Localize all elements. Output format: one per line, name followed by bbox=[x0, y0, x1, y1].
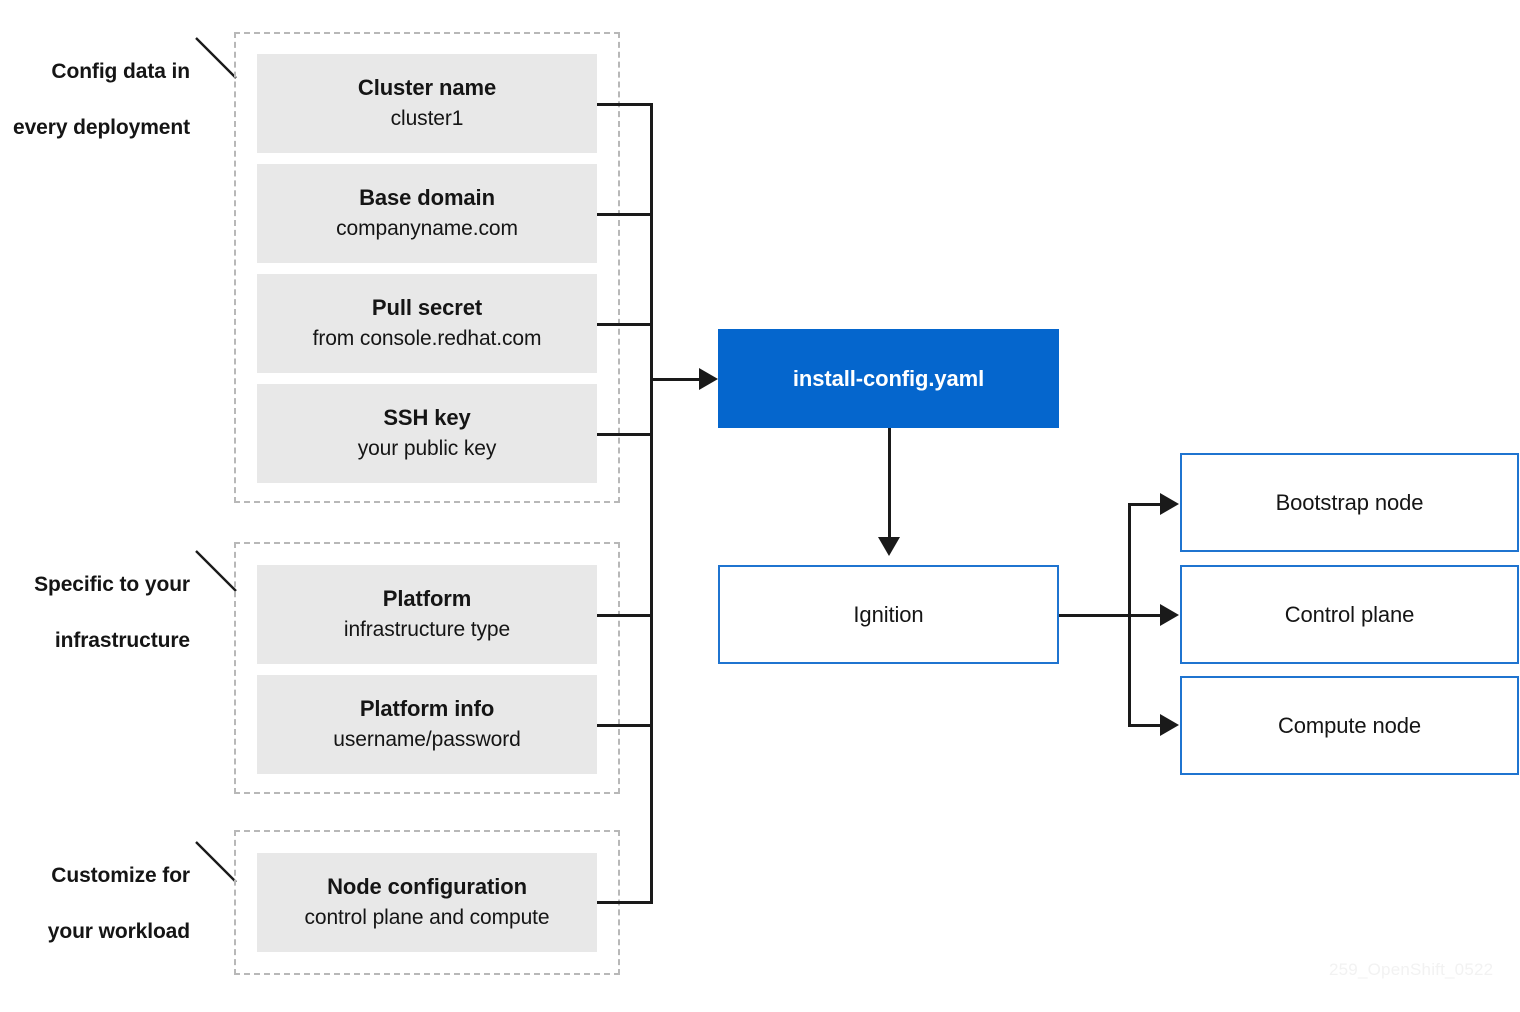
arrowhead-install-config bbox=[699, 368, 718, 390]
arrowhead-compute-node bbox=[1160, 714, 1179, 736]
connector-to-compute-node bbox=[1128, 724, 1164, 727]
connector-ignition-out bbox=[1059, 614, 1131, 617]
config-card-cluster-name[interactable]: Cluster name cluster1 bbox=[257, 54, 597, 153]
card-value: control plane and compute bbox=[304, 905, 550, 929]
card-title: Platform bbox=[382, 586, 472, 612]
connector-stub-base-domain bbox=[597, 213, 653, 216]
leader-line-workload bbox=[195, 841, 237, 883]
card-value: your public key bbox=[357, 436, 497, 460]
annotation-line-2: your workload bbox=[47, 919, 190, 943]
arrowhead-bootstrap-node bbox=[1160, 493, 1179, 515]
card-title: Node configuration bbox=[327, 874, 527, 900]
connector-stub-ssh-key bbox=[597, 433, 653, 436]
connector-to-bootstrap-node bbox=[1128, 503, 1164, 506]
ignition-box[interactable]: Ignition bbox=[718, 565, 1059, 664]
config-card-platform-info[interactable]: Platform info username/password bbox=[257, 675, 597, 774]
install-config-box[interactable]: install-config.yaml bbox=[718, 329, 1059, 428]
compute-node-box[interactable]: Compute node bbox=[1180, 676, 1519, 775]
arrowhead-control-plane bbox=[1160, 604, 1179, 626]
leader-line-config bbox=[195, 37, 237, 79]
card-title: Base domain bbox=[359, 185, 495, 211]
config-card-ssh-key[interactable]: SSH key your public key bbox=[257, 384, 597, 483]
annotation-line-2: every deployment bbox=[13, 115, 190, 139]
config-card-base-domain[interactable]: Base domain companyname.com bbox=[257, 164, 597, 263]
card-value: infrastructure type bbox=[343, 617, 511, 641]
card-value: username/password bbox=[333, 727, 521, 751]
connector-to-install-config bbox=[650, 378, 700, 381]
card-title: Pull secret bbox=[371, 295, 483, 321]
annotation-config-every-deployment: Config data in every deployment bbox=[0, 30, 190, 170]
annotation-customize-workload: Customize for your workload bbox=[0, 834, 190, 974]
annotation-line-1: Customize for bbox=[51, 863, 190, 887]
card-title: Cluster name bbox=[357, 75, 497, 101]
card-title: SSH key bbox=[383, 405, 471, 431]
leader-line-infrastructure bbox=[195, 550, 237, 592]
card-value: cluster1 bbox=[390, 106, 464, 130]
connector-stub-node-configuration bbox=[597, 901, 653, 904]
connector-stub-cluster-name bbox=[597, 103, 653, 106]
control-plane-label: Control plane bbox=[1284, 601, 1415, 627]
connector-stub-pull-secret bbox=[597, 323, 653, 326]
compute-node-label: Compute node bbox=[1277, 712, 1422, 738]
config-card-node-configuration[interactable]: Node configuration control plane and com… bbox=[257, 853, 597, 952]
watermark: 259_OpenShift_0522 bbox=[1329, 960, 1494, 979]
group-infrastructure bbox=[234, 542, 620, 794]
card-value: from console.redhat.com bbox=[312, 326, 542, 350]
connector-bus-vertical-left bbox=[650, 103, 653, 904]
card-title: Platform info bbox=[359, 696, 495, 722]
connector-to-control-plane bbox=[1128, 614, 1164, 617]
bootstrap-node-box[interactable]: Bootstrap node bbox=[1180, 453, 1519, 552]
bootstrap-node-label: Bootstrap node bbox=[1275, 489, 1424, 515]
control-plane-box[interactable]: Control plane bbox=[1180, 565, 1519, 664]
config-card-pull-secret[interactable]: Pull secret from console.redhat.com bbox=[257, 274, 597, 373]
card-value: companyname.com bbox=[336, 216, 518, 240]
connector-stub-platform bbox=[597, 614, 653, 617]
annotation-line-2: infrastructure bbox=[54, 628, 190, 652]
config-card-platform[interactable]: Platform infrastructure type bbox=[257, 565, 597, 664]
connector-install-config-to-ignition bbox=[888, 428, 891, 538]
connector-stub-platform-info bbox=[597, 724, 653, 727]
arrowhead-ignition bbox=[878, 537, 900, 556]
annotation-line-1: Specific to your bbox=[34, 572, 190, 596]
ignition-label: Ignition bbox=[853, 601, 924, 627]
annotation-line-1: Config data in bbox=[51, 59, 190, 83]
annotation-specific-infrastructure: Specific to your infrastructure bbox=[0, 543, 190, 683]
install-config-label: install-config.yaml bbox=[792, 365, 985, 391]
group-common-config bbox=[234, 32, 620, 503]
